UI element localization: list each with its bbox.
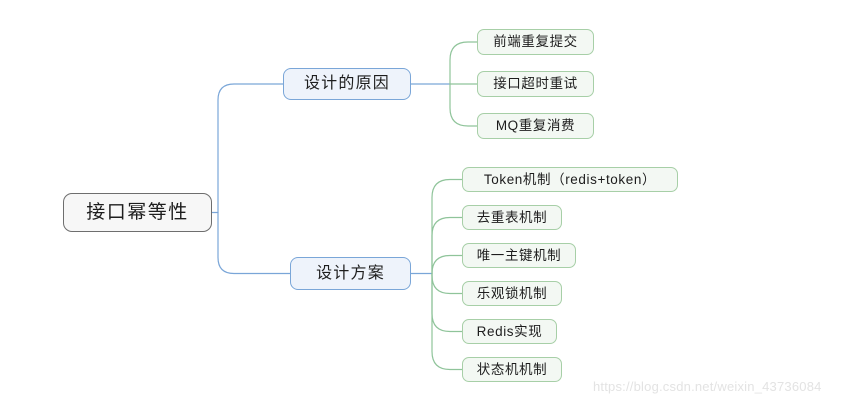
leaf-node-mq重复消费[interactable]: MQ重复消费 [477, 113, 594, 139]
leaf-node-乐观锁机制[interactable]: 乐观锁机制 [462, 281, 562, 306]
branch-solutions-leaf-0-connector [431, 178, 463, 275]
branch-solutions-leaf-1-connector [431, 216, 463, 275]
node-label: MQ重复消费 [495, 118, 576, 134]
node-label: 去重表机制 [476, 209, 548, 225]
node-label: Redis实现 [476, 323, 543, 339]
node-label: 前端重复提交 [493, 34, 578, 50]
csdn-watermark: https://blog.csdn.net/weixin_43736084 [593, 379, 822, 394]
leaf-node-状态机机制[interactable]: 状态机机制 [462, 357, 562, 382]
leaf-node-token机制redistoken[interactable]: Token机制（redis+token） [462, 167, 678, 192]
branch-reasons-leaf-2-connector [449, 83, 478, 127]
node-label: 唯一主键机制 [476, 247, 562, 263]
root-node-接口幂等性[interactable]: 接口幂等性 [63, 193, 212, 232]
branch-reasons-leaf-0-connector [449, 41, 478, 85]
branch-solutions-connector [217, 211, 291, 275]
node-label: Token机制（redis+token） [483, 171, 657, 187]
branch-reasons-node[interactable]: 设计的原因 [283, 68, 411, 100]
leaf-node-接口超时重试[interactable]: 接口超时重试 [477, 71, 594, 97]
branch-reasons-connector [217, 83, 284, 214]
branch-solutions-leaf-4-connector [431, 272, 463, 333]
node-label: 状态机机制 [476, 361, 548, 377]
branch-solutions-leaf-2-connector [431, 254, 463, 275]
leaf-node-前端重复提交[interactable]: 前端重复提交 [477, 29, 594, 55]
node-label: 接口超时重试 [493, 76, 578, 92]
node-label: 接口幂等性 [86, 202, 189, 223]
branch-solutions-node[interactable]: 设计方案 [290, 257, 411, 290]
node-label: 设计方案 [316, 264, 385, 282]
leaf-node-redis实现[interactable]: Redis实现 [462, 319, 557, 344]
branch-solutions-leaf-5-connector [431, 272, 463, 371]
node-label: 乐观锁机制 [476, 285, 548, 301]
leaf-node-唯一主键机制[interactable]: 唯一主键机制 [462, 243, 576, 268]
node-label: 设计的原因 [303, 75, 390, 92]
leaf-node-去重表机制[interactable]: 去重表机制 [462, 205, 562, 230]
branch-solutions-leaf-3-connector [431, 272, 463, 295]
